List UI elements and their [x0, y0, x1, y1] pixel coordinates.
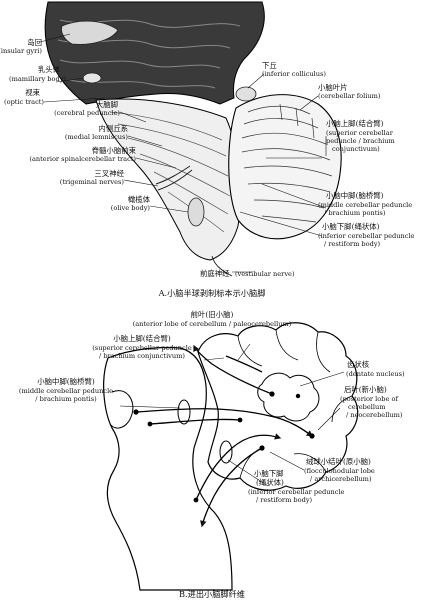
nucleus-dots — [133, 391, 315, 503]
label-b-anterior-en: (anterior lobe of cerebellum / paleocere… — [133, 320, 292, 328]
label-b-dentate-en: (dentate nucleus) — [346, 370, 405, 378]
label-vestibular-zh: 前庭神经 — [200, 269, 230, 278]
label-b-inf-ped-zh: 小脑下脚 — [254, 469, 284, 478]
label-inf-coll-zh: 下丘 — [262, 61, 277, 70]
label-mid-ped-zh: 小脑中脚(脑桥臂) — [326, 191, 384, 200]
fiber-tracts — [135, 344, 314, 528]
label-ant-spinocer-zh: 脊髓小脑前束 — [92, 146, 137, 155]
label-insular-zh: 岛回 — [27, 38, 42, 47]
middle-peduncle-ellipse — [177, 399, 191, 425]
label-olive-zh: 橄榄体 — [128, 195, 151, 204]
label-b-inf-ped-en1: (inferior cerebellar peduncle — [248, 488, 345, 496]
label-inf-ped-en2: / restiform body) — [324, 240, 381, 248]
label-b-floc-en1: (flocculonodular lobe — [304, 467, 375, 475]
label-inf-coll-en: (inferior colliculus) — [262, 70, 326, 78]
label-mid-ped-en1: (middle cerebellar peduncle — [318, 201, 412, 209]
label-b-mid-ped-en1: (middle cerebellar peduncle — [19, 387, 113, 395]
label-medial-lem-en: (medial lemniscus) — [65, 133, 129, 141]
label-ant-spinocer-en: (anterior spinalcerebellar tract) — [29, 155, 136, 163]
label-vestibular: 前庭神经 (vestibular nerve) — [200, 269, 295, 278]
vestibular-nerve-line — [211, 255, 233, 277]
superior-peduncle-fiber — [193, 344, 273, 395]
label-b-inf-ped-zh2: (绳状体) — [256, 478, 284, 487]
panel-a-caption: A.小脑半球剥制标本示小脑脚 — [158, 288, 266, 298]
label-sup-ped-en1: (superior cerebellar — [326, 129, 394, 137]
cerebellar-folia — [241, 103, 333, 223]
label-b-posterior-en1: (posterior lobe of — [340, 395, 398, 403]
middle-peduncle-fiber-2 — [149, 418, 241, 425]
label-optic-en: (optic tract) — [4, 98, 44, 106]
panel-a-illustration — [39, 1, 342, 277]
floccular-fiber — [200, 447, 263, 528]
label-folium-en: (cerebellar folium) — [318, 92, 381, 100]
label-folium-zh: 小脑叶片 — [318, 83, 348, 92]
label-b-posterior-en2: cerebellum — [348, 403, 386, 411]
label-cerebral-ped-zh: 大脑脚 — [96, 100, 118, 109]
label-b-mid-ped-en2: / brachium pontis) — [35, 395, 97, 403]
label-trigeminal-en: (trigeminal nerves) — [60, 178, 125, 186]
inferior-peduncle-fiber — [195, 433, 282, 501]
label-b-sup-ped-en2: / brachium conjunctivum) — [99, 352, 185, 360]
label-inf-ped-zh: 小脑下脚(绳状体) — [322, 222, 380, 231]
label-sup-ped-en2: peduncle / brachium — [326, 137, 396, 145]
cerebral-hemisphere — [44, 1, 265, 105]
trigeminal-nerve — [155, 165, 193, 191]
label-b-sup-ped-zh: 小脑上脚(结合臂) — [113, 334, 171, 343]
panel-b-caption: B.进出小脑脚纤维 — [179, 589, 245, 599]
label-b-floc-en2: / archicerebellum) — [310, 475, 372, 483]
label-b-posterior-zh: 后叶(新小脑) — [344, 385, 387, 394]
label-olive-en: (olive body) — [111, 204, 151, 212]
olive-body — [187, 197, 205, 227]
label-trigeminal-zh: 三叉神经 — [94, 169, 124, 178]
label-b-floc-zh: 绒球小结叶(原小脑) — [306, 457, 371, 466]
middle-peduncle-fiber — [135, 408, 314, 437]
leader-lines-a — [39, 33, 327, 273]
label-b-posterior-en3: / neocerebellum) — [346, 411, 403, 419]
label-b-dentate-zh: 齿状核 — [347, 360, 370, 369]
pons-bulge — [109, 390, 134, 429]
label-b-inf-ped-en2: / restiform body) — [256, 496, 313, 504]
panel-b-labels: 前叶(旧小脑) (anterior lobe of cerebellum / p… — [19, 310, 405, 599]
label-mamillary-en: (mamillary body) — [9, 75, 66, 83]
label-inf-ped-en1: (inferior cerebellar peduncle — [318, 232, 415, 240]
mamillary-body — [82, 72, 102, 84]
label-optic-zh: 视束 — [25, 88, 40, 97]
label-sup-ped-zh: 小脑上脚(结合臂) — [326, 119, 384, 128]
label-cerebral-ped-en: (cerebral peduncle) — [54, 109, 120, 117]
label-b-sup-ped-en1: (superior cerebellar peduncle — [92, 344, 192, 352]
label-vestibular-en: (vestibular nerve) — [235, 270, 295, 278]
label-medial-lem-zh: 内侧丘系 — [98, 124, 128, 133]
cerebellar-fissures — [237, 329, 353, 479]
label-b-anterior-zh: 前叶(旧小脑) — [191, 310, 234, 319]
panel-a-labels: 岛回 (insular gyri) 乳头体 (mamillary body) 视… — [0, 38, 415, 298]
label-insular-en: (insular gyri) — [0, 47, 42, 55]
label-sup-ped-en3: conjunctivum) — [332, 145, 380, 153]
dentate-nucleus — [257, 372, 320, 422]
panel-b-illustration — [103, 322, 359, 591]
leader-lines-b — [119, 343, 345, 487]
label-mid-ped-en2: / brachium pontis) — [324, 209, 386, 217]
label-mamillary-zh: 乳头体 — [38, 65, 61, 74]
inferior-colliculus — [235, 86, 257, 102]
superior-peduncle-fiber-2 — [225, 355, 263, 373]
label-b-mid-ped-zh: 小脑中脚(脑桥臂) — [37, 377, 95, 386]
inferior-peduncle-ellipse — [219, 440, 233, 464]
